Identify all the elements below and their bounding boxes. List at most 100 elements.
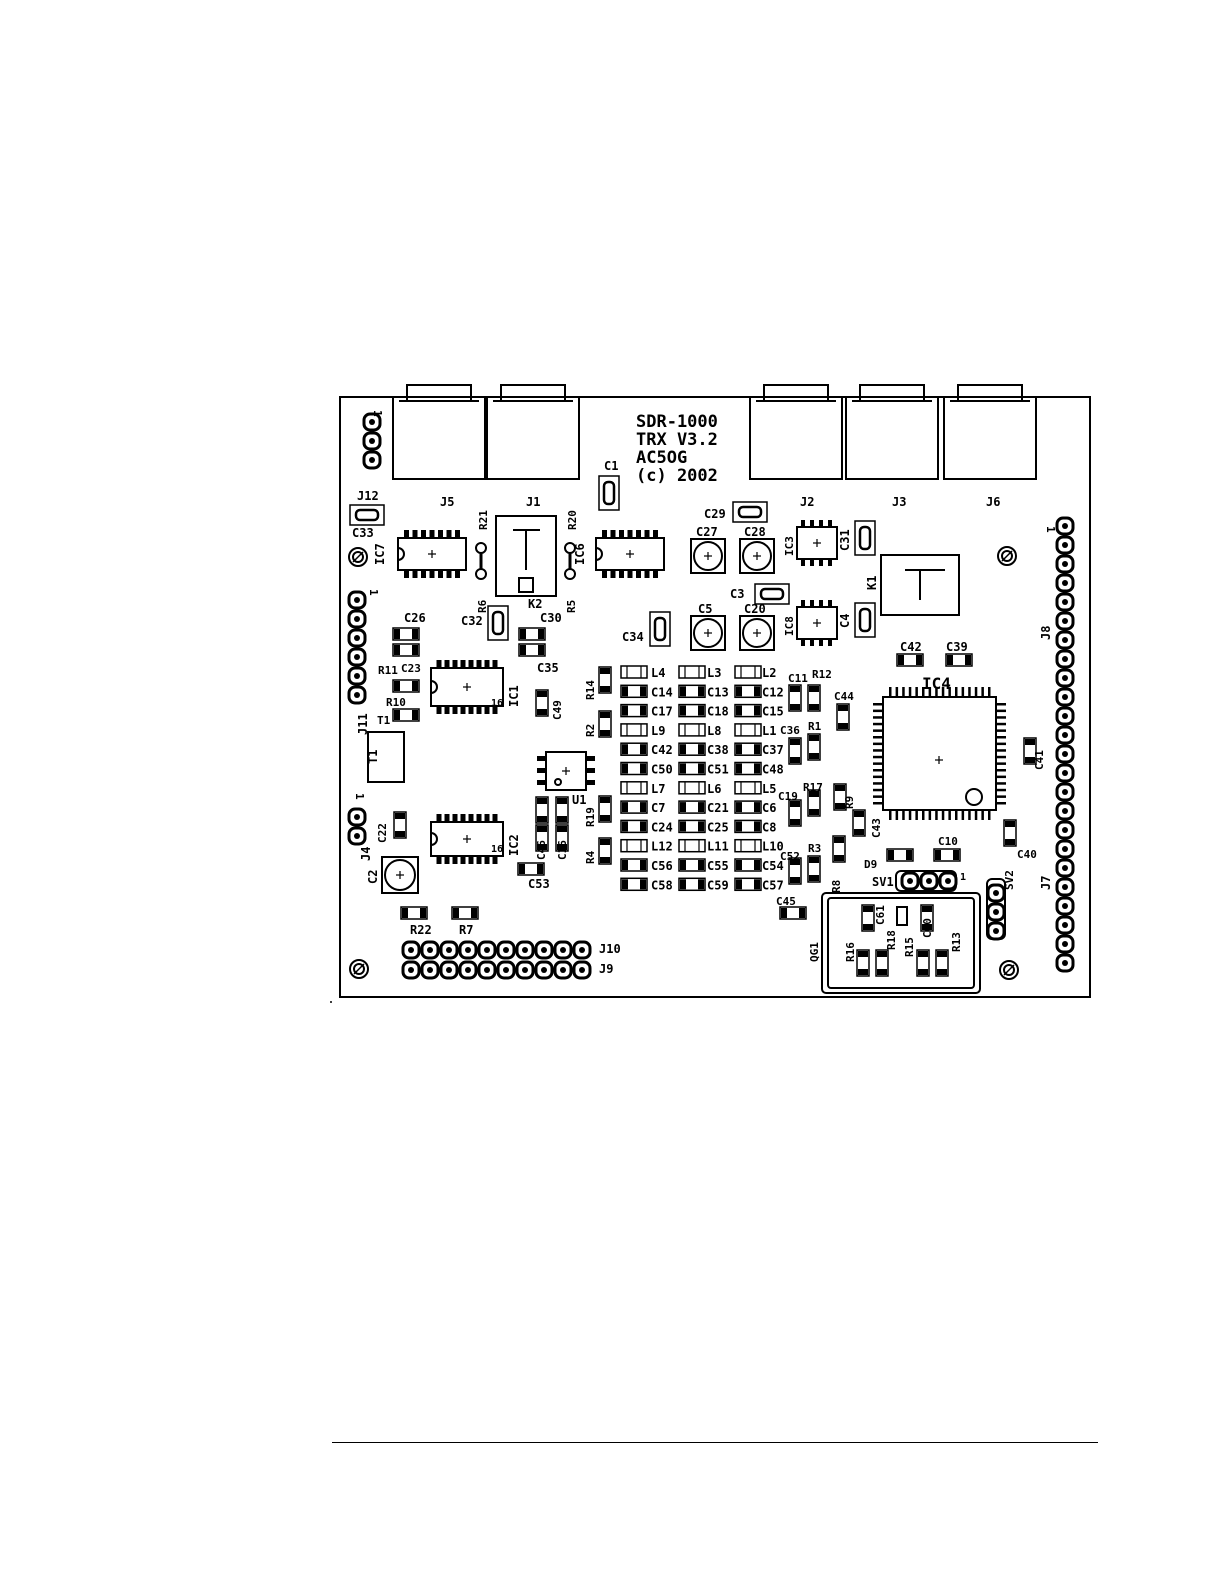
filter-c18 <box>678 703 706 718</box>
mount-hole <box>997 546 1017 566</box>
res-r10 <box>392 708 420 722</box>
mount-hole-inner <box>1001 550 1013 562</box>
ic-ic1 <box>430 667 504 707</box>
ic-ic6-pin <box>644 530 650 538</box>
filter-c54-pad <box>736 860 742 870</box>
header-j10-pin <box>572 940 592 960</box>
header-j10-pin <box>458 940 478 960</box>
relay-k2 <box>495 515 557 597</box>
ic-ic3-pin <box>801 559 805 566</box>
res-r8-pad <box>834 837 844 843</box>
label-r18: R18 <box>885 930 898 950</box>
ic-ic4-pin <box>873 729 883 732</box>
cap-c19 <box>788 799 802 827</box>
ic-u1-pin <box>586 780 595 785</box>
label-ic8: IC8 <box>783 616 796 636</box>
relay-k2-coil <box>518 577 534 593</box>
header-j8-pin <box>1055 782 1075 802</box>
res-r13-pad <box>937 951 947 957</box>
mount-hole-slash <box>1003 964 1015 976</box>
res-r22-pad <box>420 908 426 918</box>
header-sv2-pins-hole <box>993 928 999 934</box>
header-j9-pin <box>458 960 478 980</box>
header-j8-hole <box>1062 922 1068 928</box>
filter-c25-pad <box>698 821 704 832</box>
label-c3: C3 <box>730 587 744 601</box>
header-j8-hole <box>1062 865 1068 871</box>
cap-c42t-pad <box>898 655 904 665</box>
cap-c52-pad <box>790 877 800 883</box>
relay-k1 <box>880 554 960 616</box>
res-r8 <box>832 835 846 863</box>
ic-ic2-pin <box>476 814 482 822</box>
jack-j5-tab <box>406 384 472 402</box>
mount-hole-slash <box>353 963 365 975</box>
jack-j6-tab <box>957 384 1023 402</box>
ic-ic4-pin <box>996 749 1006 752</box>
label-c10: C10 <box>938 835 958 848</box>
ic-ic1-pin <box>476 660 482 668</box>
label-r6: R6 <box>476 599 489 613</box>
ic-ic4-pin <box>873 755 883 759</box>
filter-c38-pad <box>680 744 686 755</box>
label-c14: C14 <box>651 685 673 699</box>
cap-c30-pad <box>538 629 544 639</box>
resistor-r20-pad <box>564 568 576 580</box>
cap-c16-pad <box>557 816 567 822</box>
header-j9-pin <box>477 960 497 980</box>
header-j11-hole <box>354 673 360 679</box>
label-c33: C33 <box>352 526 374 540</box>
cap-c43-pad <box>854 811 864 817</box>
ic-ic2-pin <box>492 814 498 822</box>
cap-c30b <box>518 643 546 657</box>
label-j4: J4 <box>359 847 373 861</box>
ic-ic6-pin <box>602 530 607 538</box>
mount-hole-slash <box>352 551 364 563</box>
header-sv1-pins-pin <box>900 871 920 891</box>
cap-c30-pad <box>520 629 526 639</box>
header-sv2-pins-pin <box>986 902 1006 922</box>
label-ic7: IC7 <box>373 543 387 565</box>
label-c60: C60 <box>921 918 934 938</box>
res-r3-pad <box>809 875 819 881</box>
label-j6: J6 <box>986 495 1000 509</box>
cap-c26b <box>392 643 420 657</box>
label-c30: C30 <box>540 611 562 625</box>
cap-c46b-pad <box>537 844 547 850</box>
header-j8-hole <box>1062 884 1068 890</box>
cap-c1 <box>598 475 620 511</box>
filter-c24-pad <box>640 821 646 832</box>
label-l11: L11 <box>707 840 729 854</box>
header-j12-pin <box>362 450 382 470</box>
cap-c31-body <box>858 525 872 551</box>
ic-ic8 <box>796 606 838 640</box>
header-j10-pin <box>420 940 440 960</box>
ic-ic4-pin <box>873 716 883 719</box>
header-j8-pin <box>1055 535 1075 555</box>
ic-ic6-pin <box>653 530 658 538</box>
ic-ic4-pin <box>873 762 883 765</box>
cap-c3-body <box>759 587 785 601</box>
cap-c1-body <box>602 480 616 506</box>
filter-c14-pad <box>640 686 646 697</box>
cap-c16b <box>555 824 569 852</box>
filter-c55-pad <box>680 860 686 870</box>
cap-c43-pad <box>854 829 864 835</box>
footer-rule <box>332 1442 1098 1443</box>
label-r5: R5 <box>565 600 578 613</box>
res-r15-pad <box>918 969 928 975</box>
header-j10-hole <box>408 947 414 953</box>
res-r1-pad <box>809 753 819 759</box>
cap-c30b-pad <box>538 645 544 655</box>
ecap-c27-body <box>693 541 723 571</box>
cap-c4 <box>854 602 876 638</box>
label-c7: C7 <box>651 801 665 815</box>
cap-c44-pad <box>838 723 848 729</box>
ic-ic2 <box>430 821 504 857</box>
filter-c37-pad <box>754 744 760 755</box>
header-j8-hole <box>1062 580 1068 586</box>
label-pin16-ic1: 16 <box>491 698 503 709</box>
header-sv1-pins-pin <box>919 871 939 891</box>
ic-u1-pin <box>586 756 595 761</box>
